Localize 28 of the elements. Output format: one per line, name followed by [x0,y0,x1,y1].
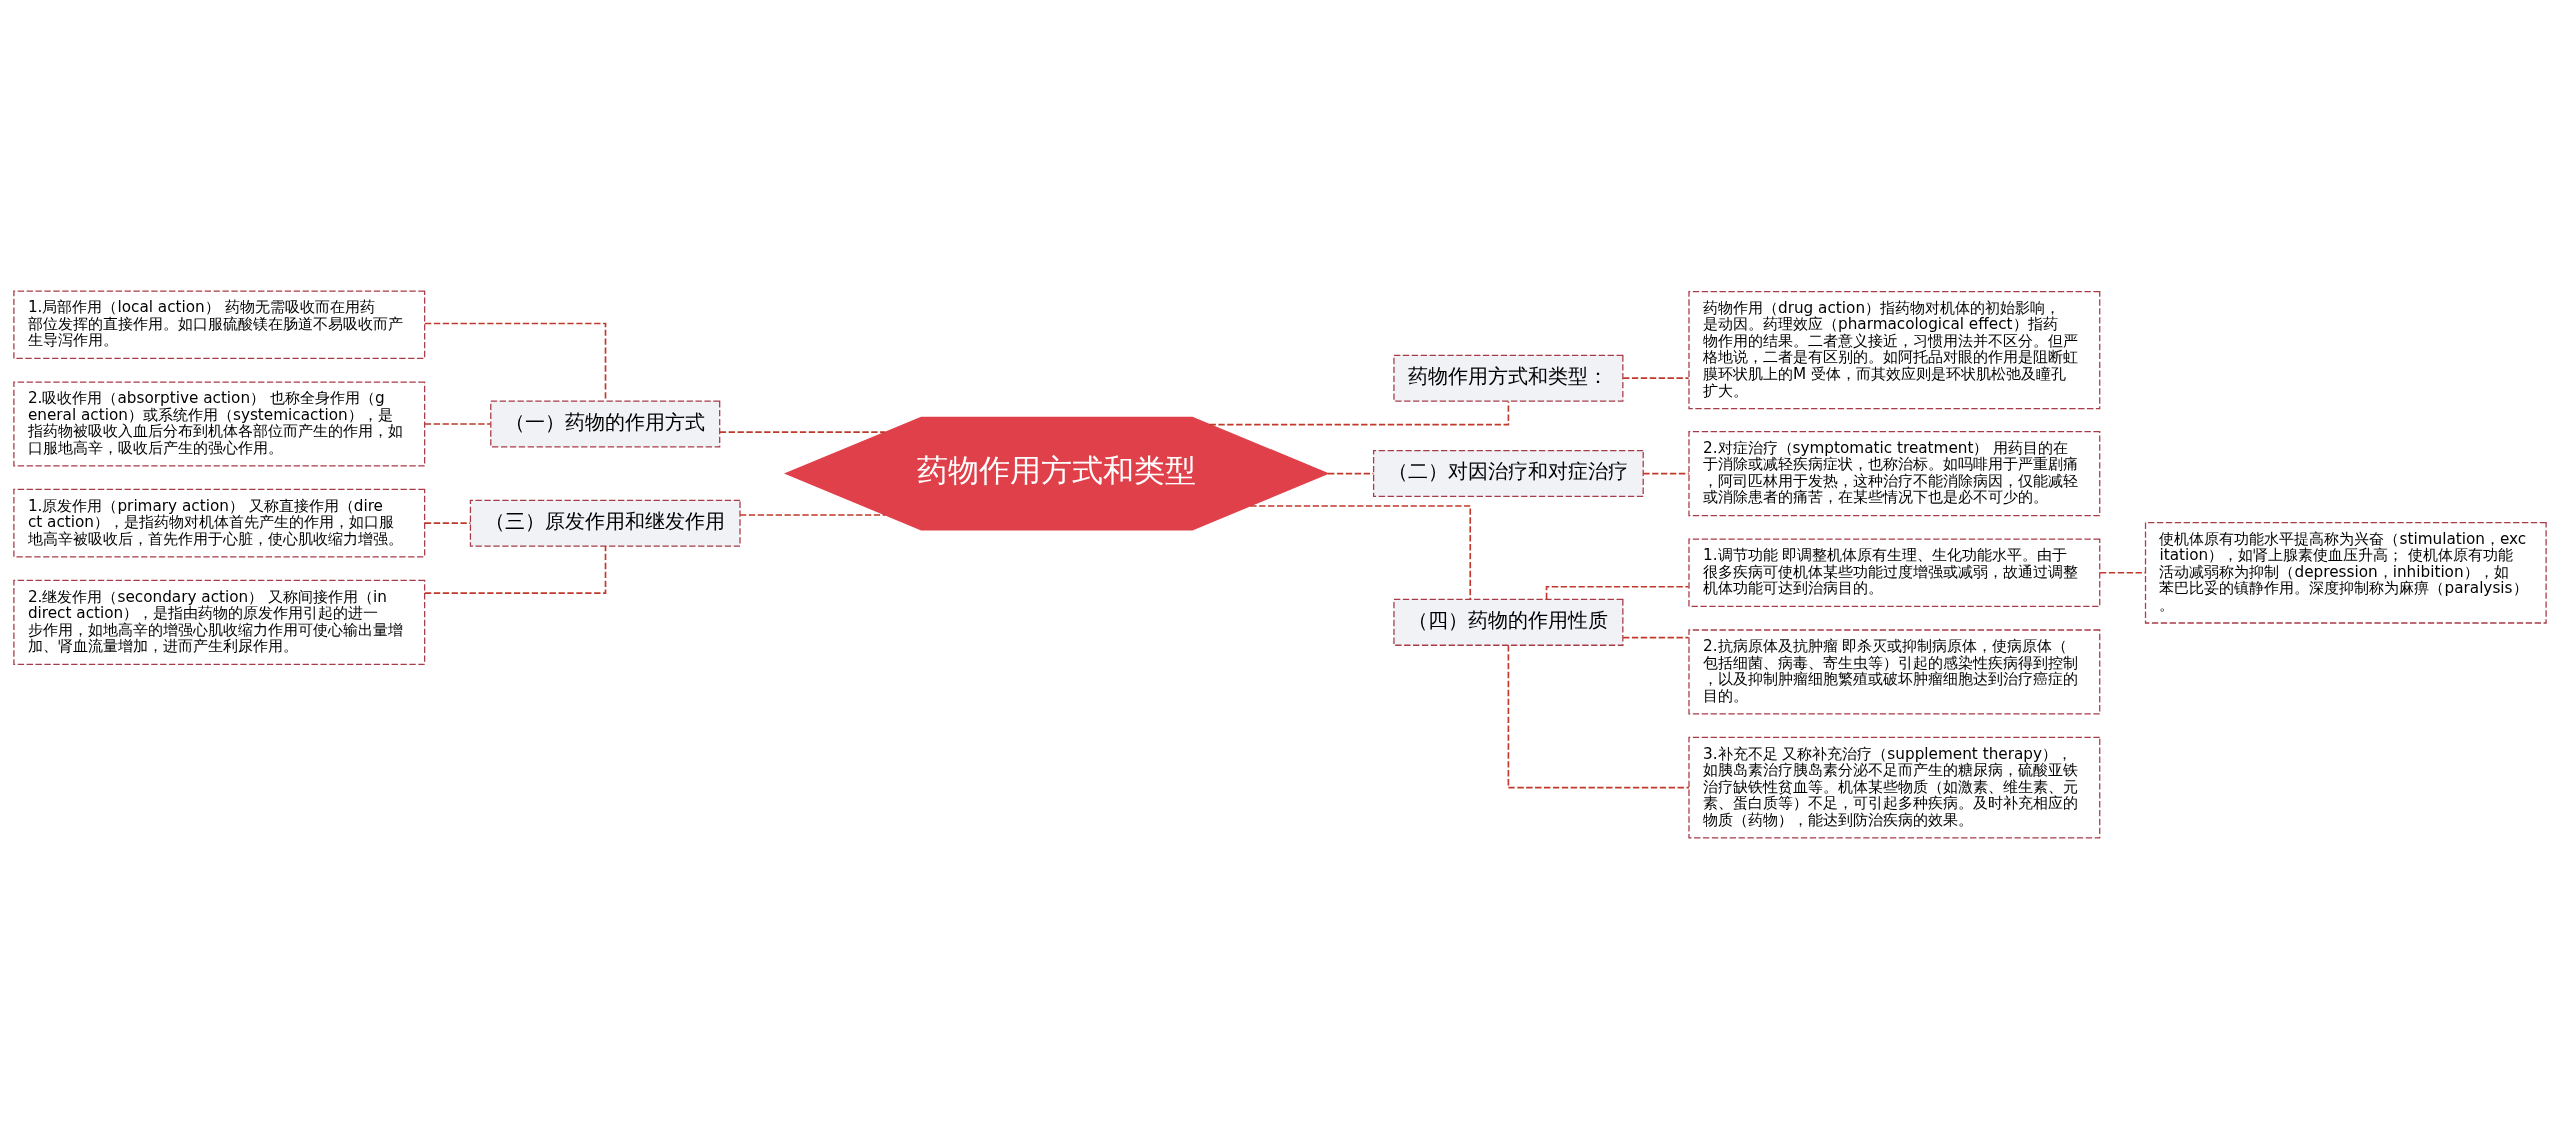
connector [1642,472,1690,475]
node-box: 3.补充不足 又称补充治疗（supplement therapy），如胰岛素治疗胰岛素分泌不足而产生的糖尿病，硫酸亚铁治疗缺铁性贫血等。机体某些物质（如激素、维生素、元素、蛋白质等）不足，可引起多种疾病。及时补充相应的物质（药物），能达到防治疾病的效果。 [1688,736,2101,839]
connector [1545,585,1690,601]
connector [1507,644,1690,789]
node-box: 2.继发作用（secondary action） 又称间接作用（indirect action），是指由药物的原发作用引起的进一步作用，如地高辛的增强心肌收缩力作用可使心输出量增加、肾血流量增加，进而产生利尿作用。 [13,579,426,665]
connector [423,522,472,524]
connector [424,322,607,402]
node-box: 2.对症治疗（symptomatic treatment） 用药目的在于消除或减轻疾病症状，也称治标。如吗啡用于严重剧痛，阿司匹林用于发热，这种治疗不能消除病因，仅能减轻或消除患者的痛苦，在某些情况下也是必不可少的。 [1688,430,2101,517]
node-box: 1.局部作用（local action） 药物无需吸收而在用药部位发挥的直接作用。如口服硫酸镁在肠道不易吸收而产生导泻作用。 [13,290,426,360]
node-box: 药物作用方式和类型： [1393,354,1624,402]
node-box: 2.吸收作用（absorptive action） 也称全身作用（general action）或系统作用（systemicaction），是指药物被吸收入血后分布到机体各部位而产生的作用，如口服地高辛，吸收后产生的强心作用。 [13,381,426,467]
connector [1249,505,1472,601]
node-box: （二）对因治疗和对症治疗 [1372,450,1644,498]
connector [1622,636,1690,639]
connector [739,514,887,516]
connector [424,545,607,594]
node-box: 1.原发作用（primary action） 又称直接作用（direct action），是指药物对机体首先产生的作用，如口服地高辛被吸收后，首先作用于心脏，使心肌收缩力增强。 [13,488,426,558]
connector [718,431,887,433]
node-box: （一）药物的作用方式 [490,400,721,448]
node-box: 使机体原有功能水平提高称为兴奋（stimulation，excitation），如肾上腺素使血压升高； 使机体原有功能活动减弱称为抑制（depression，inhibition），如苯巴比妥的镇静作用。深度抑制称为麻痹（paralysis）。 [2144,521,2547,624]
node-box: 药物作用（drug action）指药物对机体的初始影响，是动因。药理效应（pharmacological effect）指药物作用的结果。二者意义接近，习惯用法并不区分。但严格地说，二者是有区别的。如阿托品对眼的作用是阻断虹膜环状肌上的M 受体，而其效应则是环状肌松弛及瞳孔扩大。 [1688,291,2101,410]
node-box: 1.调节功能 即调整机体原有生理、生化功能水平。由于很多疾病可使机体某些功能过度增强或减弱，故通过调整机体功能可达到治病目的。 [1688,538,2101,608]
connector [423,423,492,425]
connector [2099,571,2147,574]
connector [1622,377,1690,380]
node-box: （四）药物的作用性质 [1393,598,1624,646]
node-box: 2.抗病原体及抗肿瘤 即杀灭或抑制病原体，使病原体（包括细菌、病毒、寄生虫等）引起的感染性疾病得到控制，以及抑制肿瘤细胞繁殖或破坏肿瘤细胞达到治疗癌症的目的。 [1688,629,2101,715]
node-box: （三）原发作用和继发作用 [469,499,741,547]
